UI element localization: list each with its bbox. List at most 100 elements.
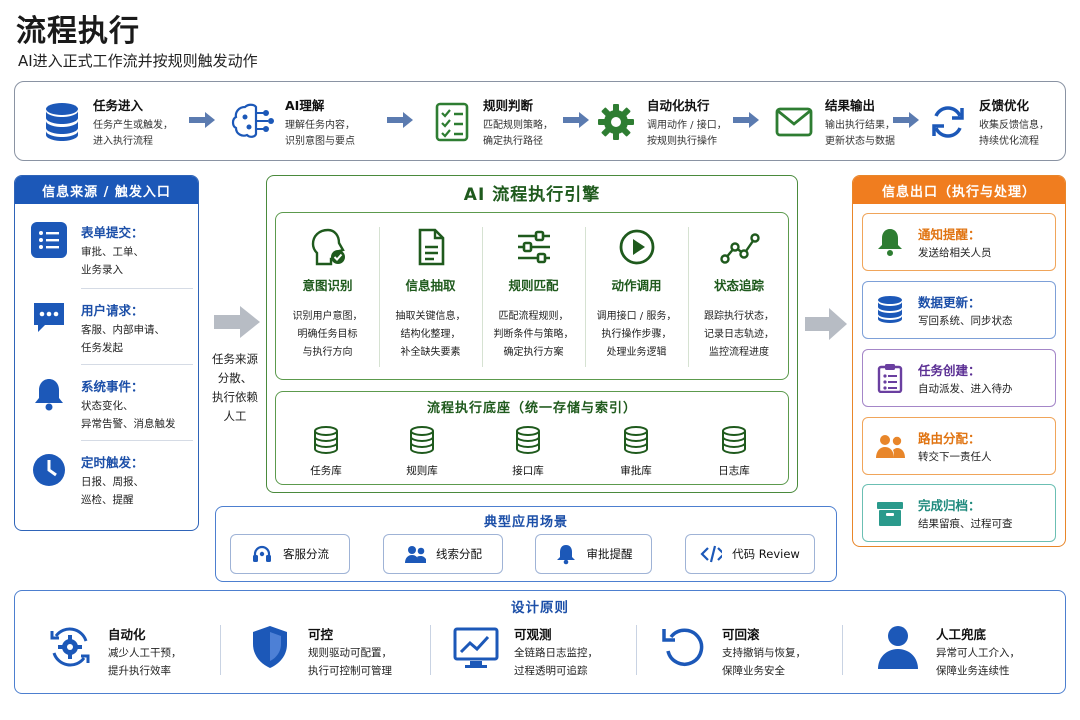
scenario-customer-service[interactable]: 客服分流 (230, 534, 350, 574)
scenario-code-review[interactable]: 代码 Review (685, 534, 815, 574)
base-item: 日志库 (694, 425, 774, 478)
base-item: 接口库 (488, 425, 568, 478)
output-item-data-update: 数据更新： 写回系统、同步状态 (862, 281, 1056, 339)
engine-module-title: 意图识别 (302, 278, 353, 293)
scenario-label: 线索分配 (436, 547, 482, 561)
flow-arrow-icon (733, 112, 759, 128)
outputs-panel-header: 信息出口（执行与处理） (853, 176, 1065, 204)
flow-step-ai-understand: AI理解理解任务内容，识别意图与要点 (231, 82, 355, 162)
principle-automation: 自动化 减少人工干预，提升执行效率 (46, 620, 216, 684)
bell-icon (555, 543, 577, 565)
flow-step-desc: 调用动作 / 接口， (647, 119, 727, 131)
sources-panel: 信息来源 / 触发入口 表单提交： 审批、工单、业务录入 用户请求： 客服、内部… (14, 175, 199, 531)
flow-step-title: 任务进入 (93, 97, 144, 113)
output-item-notify: 通知提醒： 发送给相关人员 (862, 213, 1056, 271)
principle-desc: 异常可人工介入，保障业务连续性 (936, 647, 1020, 677)
principle-desc: 减少人工干预，提升执行效率 (108, 647, 182, 677)
engine-panel (266, 175, 798, 493)
page-title: 流程执行 (16, 14, 140, 49)
page-subtitle: AI进入正式工作流并按规则触发动作 (18, 52, 258, 70)
flow-step-desc: 按规则执行操作 (647, 135, 717, 147)
scenario-label: 审批提醒 (586, 547, 633, 561)
scenarios-title: 典型应用场景 (483, 515, 568, 530)
flow-step-rule-judge: 规则判断匹配规则策略，确定执行路径 (429, 82, 553, 162)
chat-bubble-icon (31, 300, 67, 336)
flow-step-desc: 确定执行路径 (483, 135, 543, 147)
base-item: 任务库 (286, 425, 366, 478)
play-circle-icon (617, 227, 657, 267)
arrow-right-icon (214, 306, 260, 338)
clipboard-icon (875, 363, 905, 394)
engine-module-desc: 调用接口 / 服务，执行操作步骤，处理业务逻辑 (596, 311, 677, 358)
output-item-archive: 完成归档： 结果留痕、过程可查 (862, 484, 1056, 542)
source-item-title: 定时触发： (81, 455, 144, 470)
bell-icon (31, 376, 67, 412)
engine-base (275, 391, 789, 485)
flow-step-desc: 更新状态与数据 (825, 135, 895, 147)
source-item-desc: 审批、工单、业务录入 (81, 246, 144, 276)
flow-step-desc: 收集反馈信息， (979, 119, 1049, 131)
design-principles-title: 设计原则 (511, 600, 569, 616)
archive-icon (875, 498, 905, 528)
base-item: 规则库 (382, 425, 462, 478)
source-item-form: 表单提交： 审批、工单、业务录入 (15, 212, 198, 290)
sliders-icon (514, 227, 554, 267)
principle-title: 可控 (308, 627, 334, 642)
source-item-request: 用户请求： 客服、内部申请、任务发起 (15, 290, 198, 368)
middle-note: 任务来源分散、执行依赖人工 (212, 352, 258, 423)
output-item-desc: 自动派发、进入待办 (918, 383, 1013, 395)
brain-circuit-icon (231, 99, 277, 145)
shield-icon (246, 623, 294, 671)
auto-gear-icon (46, 623, 94, 671)
head-check-icon (308, 227, 348, 267)
users-icon (404, 543, 426, 565)
output-item-title: 路由分配： (918, 431, 981, 446)
scenario-approval-reminder[interactable]: 审批提醒 (535, 534, 652, 574)
database-icon (314, 426, 338, 455)
flow-step-desc: 理解任务内容， (285, 119, 355, 131)
output-item-routing: 路由分配： 转交下一责任人 (862, 417, 1056, 475)
source-item-desc: 客服、内部申请、任务发起 (81, 324, 165, 354)
source-item-schedule: 定时触发： 日报、周报、巡检、提醒 (15, 442, 198, 520)
source-item-title: 系统事件： (81, 379, 144, 394)
engine-module-title: 信息抽取 (405, 278, 456, 293)
flow-arrow-icon (563, 112, 589, 128)
form-list-icon (31, 222, 67, 258)
engine-module-desc: 跟踪执行状态，记录日志轨迹，监控流程进度 (704, 311, 774, 358)
flow-arrow-icon (893, 112, 919, 128)
process-flow-bar: 任务进入任务产生或触发，进入执行流程 AI理解理解任务内容，识别意图与要点 规则… (14, 81, 1066, 161)
flow-step-title: 自动化执行 (647, 97, 710, 113)
database-icon (875, 295, 905, 325)
engine-module-title: 动作调用 (611, 278, 662, 293)
flow-arrow-icon (189, 112, 215, 128)
database-icon (39, 99, 85, 145)
flow-step-desc: 任务产生或触发， (93, 119, 173, 131)
gear-icon (593, 99, 639, 145)
engine-modules: 意图识别 识别用户意图，明确任务目标与执行方向 信息抽取 抽取关键信息，结构化整… (275, 212, 789, 380)
flow-step-title: 规则判断 (483, 97, 534, 113)
code-icon (700, 543, 723, 565)
engine-module-desc: 抽取关键信息，结构化整理，补全缺失要素 (395, 311, 466, 358)
flow-step-task-entry: 任务进入任务产生或触发，进入执行流程 (39, 82, 173, 162)
principle-human-fallback: 人工兜底 异常可人工介入，保障业务连续性 (874, 620, 1054, 684)
output-item-desc: 写回系统、同步状态 (918, 315, 1013, 327)
scenario-label: 代码 Review (732, 547, 800, 561)
principle-desc: 支持撤销与恢复，保障业务安全 (722, 647, 806, 677)
document-icon (411, 227, 451, 267)
output-item-desc: 发送给相关人员 (918, 247, 992, 259)
flow-step-desc: 输出执行结果， (825, 119, 895, 131)
person-icon (874, 623, 922, 671)
engine-module-desc: 匹配流程规则，判断条件与策略，确定执行方案 (493, 311, 574, 358)
engine-module-rule-match: 规则匹配 匹配流程规则，判断条件与策略，确定执行方案 (482, 213, 585, 381)
flow-step-title: AI理解 (285, 97, 325, 113)
checklist-icon (429, 99, 475, 145)
output-item-title: 任务创建： (918, 363, 981, 378)
engine-module-desc: 识别用户意图，明确任务目标与执行方向 (292, 311, 363, 358)
users-icon (875, 431, 905, 461)
flow-step-auto-exec: 自动化执行调用动作 / 接口， 按规则执行操作 (593, 82, 727, 162)
trend-line-icon (719, 227, 760, 267)
engine-module-action: 动作调用 调用接口 / 服务，执行操作步骤，处理业务逻辑 (585, 213, 688, 381)
headset-icon (251, 543, 273, 565)
principle-title: 自动化 (108, 627, 146, 642)
scenario-lead-assign[interactable]: 线索分配 (383, 534, 503, 574)
